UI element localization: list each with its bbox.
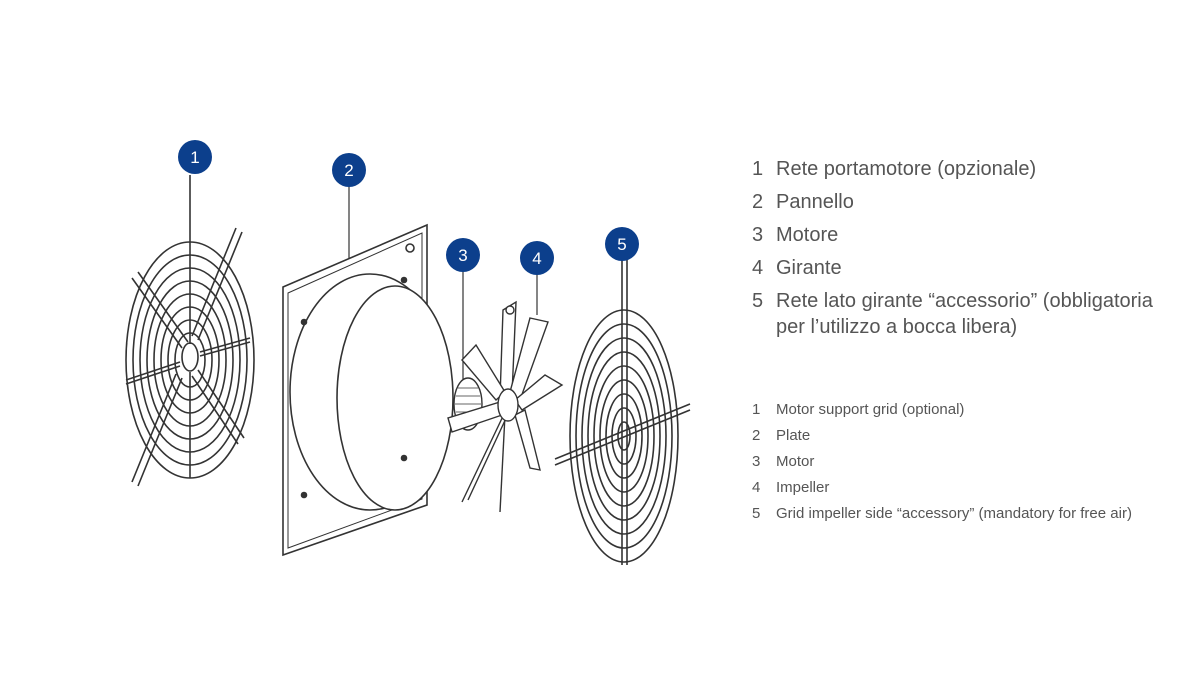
legend-number: 4 xyxy=(752,479,761,496)
legend-item: 1 Motor support grid (optional) xyxy=(752,400,1172,420)
legend-item: 4 Impeller xyxy=(752,478,1172,498)
legend-item: 1 Rete portamotore (opzionale) xyxy=(752,156,1172,182)
legend-number: 3 xyxy=(752,453,761,470)
impeller-side-grid xyxy=(554,258,691,565)
legend-number: 3 xyxy=(752,224,764,246)
callout-badge-2: 2 xyxy=(332,153,366,187)
legend-number: 5 xyxy=(752,505,761,522)
motor-support-grid xyxy=(125,175,255,487)
legend-label: Plate xyxy=(776,427,811,444)
legend-label: Grid impeller side “accessory” (mandator… xyxy=(776,505,1132,522)
legend-number: 4 xyxy=(752,257,764,279)
callout-badge-4: 4 xyxy=(520,241,554,275)
svg-text:1: 1 xyxy=(190,148,199,167)
legend-label: Motore xyxy=(776,224,839,246)
legend-label: Motor xyxy=(776,453,815,470)
legend-item: 3 Motore xyxy=(752,222,1172,248)
legend-number: 1 xyxy=(752,401,761,418)
legend-english: 1 Motor support grid (optional) 2 Plate … xyxy=(752,400,1172,530)
legend-label: Rete lato girante “accessorio” (obbligat… xyxy=(776,290,1153,338)
legend-italian: 1 Rete portamotore (opzionale) 2 Pannell… xyxy=(752,156,1172,347)
legend-number: 2 xyxy=(752,191,764,213)
legend-label: Rete portamotore (opzionale) xyxy=(776,158,1037,180)
legend-number: 1 xyxy=(752,158,764,180)
legend-item: 3 Motor xyxy=(752,452,1172,472)
legend-label: Girante xyxy=(776,257,842,279)
svg-text:3: 3 xyxy=(458,246,467,265)
callout-badge-3: 3 xyxy=(446,238,480,272)
legend-item: 4 Girante xyxy=(752,255,1172,281)
legend-item: 2 Pannello xyxy=(752,189,1172,215)
svg-text:2: 2 xyxy=(344,161,353,180)
impeller xyxy=(447,270,564,513)
legend-label: Pannello xyxy=(776,191,854,213)
svg-text:5: 5 xyxy=(617,235,626,254)
svg-text:4: 4 xyxy=(532,249,541,268)
legend-label: Impeller xyxy=(776,479,830,496)
legend-item: 5 Grid impeller side “accessory” (mandat… xyxy=(752,504,1172,524)
legend-item: 5 Rete lato girante “accessorio” (obblig… xyxy=(752,288,1172,340)
plate xyxy=(282,185,454,557)
legend-number: 2 xyxy=(752,427,761,444)
legend-label: Motor support grid (optional) xyxy=(776,401,965,418)
callout-badge-5: 5 xyxy=(605,227,639,261)
callout-badge-1: 1 xyxy=(178,140,212,174)
legend-item: 2 Plate xyxy=(752,426,1172,446)
legend-number: 5 xyxy=(752,290,764,312)
